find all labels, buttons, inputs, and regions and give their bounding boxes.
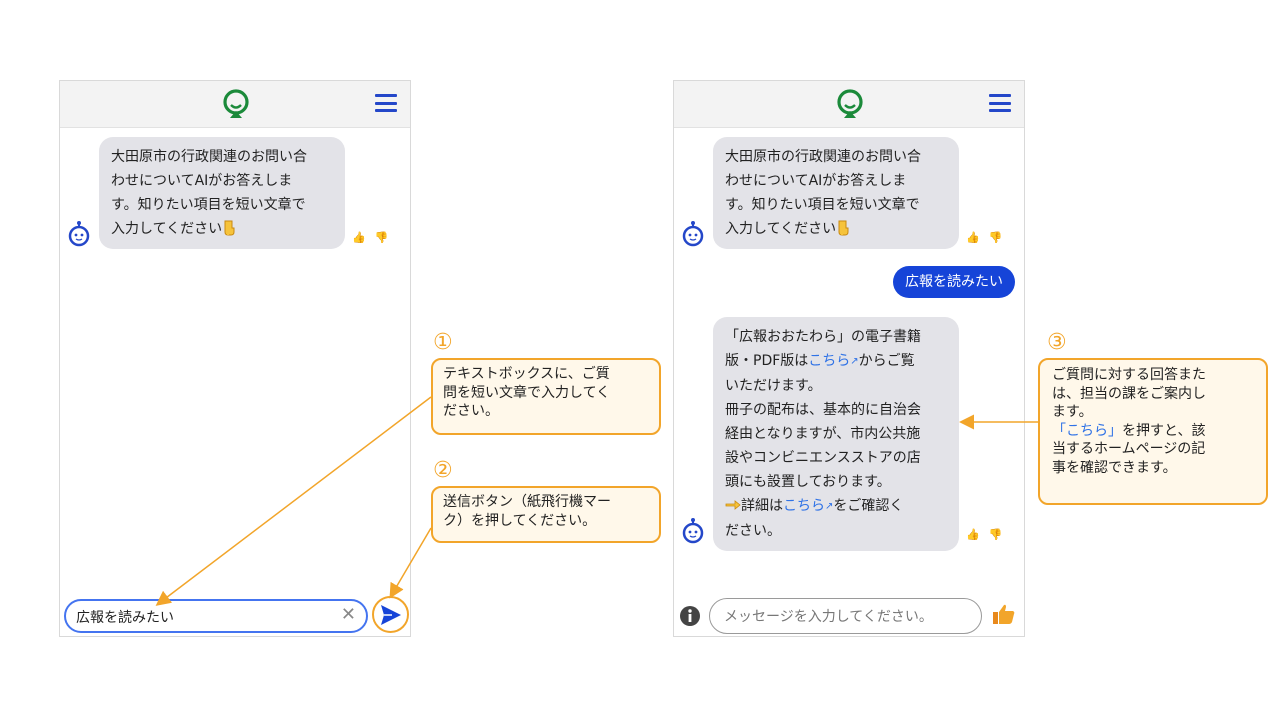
pointing-down-icon: [838, 220, 849, 236]
step-number-3: ③: [1047, 330, 1067, 355]
callout-step-2: 送信ボタン（紙飛行機マー ク）を押してください。: [431, 486, 661, 543]
message-line: わせについてAIがお答えしま: [111, 173, 293, 189]
logo-icon: [223, 89, 249, 118]
callout-line: ます。: [1052, 404, 1093, 420]
thumb-down-icon[interactable]: 👎: [374, 231, 389, 244]
answer-line: 頭にも設置しております。: [725, 474, 891, 490]
message-input[interactable]: [722, 606, 976, 628]
callout-highlight: 「こちら」: [1052, 422, 1122, 439]
message-line: わせについてAIがお答えしま: [725, 173, 907, 189]
message-input-box: ✕: [64, 599, 368, 633]
callout-line: 問を短い文章で入力してく: [443, 384, 611, 401]
paper-plane-icon: [381, 605, 401, 625]
callout-line: ださい。: [443, 403, 499, 419]
pointing-right-icon: [725, 500, 741, 510]
step-number-1: ①: [433, 330, 453, 355]
callout-line: 当するホームページの記: [1052, 441, 1206, 457]
thumb-down-icon[interactable]: 👎: [988, 231, 1003, 244]
answer-line: いただけます。: [725, 378, 822, 394]
chat-header: [674, 81, 1024, 128]
message-line: 入力してください: [111, 221, 223, 237]
external-link-icon: ↗: [825, 501, 834, 512]
chat-window-before: 大田原市の行政関連のお問い合 わせについてAIがお答えしま す。知りたい項目を短…: [59, 80, 411, 637]
answer-line: 経由となりますが、市内公共施: [725, 426, 921, 442]
bot-welcome-message: 大田原市の行政関連のお問い合 わせについてAIがお答えしま す。知りたい項目を短…: [99, 137, 345, 249]
message-line: す。知りたい項目を短い文章で: [111, 197, 306, 213]
answer-line: からご覧: [858, 353, 915, 369]
answer-line: をご確認く: [833, 498, 904, 514]
bot-welcome-message: 大田原市の行政関連のお問い合 わせについてAIがお答えしま す。知りたい項目を短…: [713, 137, 959, 249]
callout-line: テキストボックスに、ご質: [443, 366, 610, 382]
pointing-down-icon: [224, 220, 235, 236]
thumb-up-icon[interactable]: 👍: [966, 231, 980, 244]
robot-avatar-icon: [682, 518, 704, 544]
message-input[interactable]: [74, 606, 336, 628]
send-button[interactable]: [372, 596, 409, 633]
callout-line: は、担当の課をご案内し: [1052, 385, 1206, 402]
answer-line: 「広報おおたわら」の電子書籍: [725, 329, 921, 345]
callout-line: 送信ボタン（紙飛行機マー: [443, 494, 611, 510]
robot-avatar-icon: [682, 221, 704, 247]
detail-link[interactable]: こちら: [783, 498, 825, 514]
callout-line: ご質問に対する回答また: [1052, 367, 1206, 383]
feedback-buttons: 👍 👎: [966, 528, 1002, 541]
external-link-icon: ↗: [850, 356, 859, 367]
message-line: 大田原市の行政関連のお問い合: [111, 149, 307, 165]
callout-line: 事を確認できます。: [1052, 459, 1177, 476]
chat-header: [60, 81, 410, 128]
logo-icon: [837, 89, 863, 118]
user-message: 広報を読みたい: [893, 266, 1015, 298]
clear-icon[interactable]: ✕: [340, 604, 356, 625]
thumb-up-icon[interactable]: 👍: [352, 231, 366, 244]
answer-line: 冊子の配布は、基本的に自治会: [725, 402, 921, 418]
thumb-up-icon[interactable]: [992, 603, 1016, 625]
message-line: 入力してください: [725, 221, 837, 237]
answer-line: ださい。: [725, 523, 781, 539]
step-number-2: ②: [433, 458, 453, 483]
feedback-buttons: 👍 👎: [352, 231, 388, 244]
callout-line: を押すと、該: [1122, 422, 1206, 439]
callout-step-3: ご質問に対する回答また は、担当の課をご案内し ます。 「こちら」を押すと、該 …: [1038, 358, 1268, 505]
pdf-link[interactable]: こちら: [808, 353, 851, 369]
robot-avatar-icon: [68, 221, 90, 247]
answer-line: 詳細は: [741, 498, 783, 514]
thumb-up-icon[interactable]: 👍: [966, 528, 980, 541]
message-line: 大田原市の行政関連のお問い合: [725, 149, 921, 165]
hamburger-menu-icon[interactable]: [375, 94, 397, 112]
bot-answer-message: 「広報おおたわら」の電子書籍 版・PDF版はこちら↗からご覧 いただけます。 冊…: [713, 317, 959, 551]
thumb-down-icon[interactable]: 👎: [988, 528, 1003, 541]
callout-step-1: テキストボックスに、ご質 問を短い文章で入力してく ださい。: [431, 358, 661, 435]
answer-line: 版・PDF版は: [725, 353, 809, 369]
feedback-buttons: 👍 👎: [966, 231, 1002, 244]
answer-line: 設やコンビニエンスストアの店: [725, 450, 921, 466]
message-line: す。知りたい項目を短い文章で: [725, 197, 920, 213]
chat-window-after: 大田原市の行政関連のお問い合 わせについてAIがお答えしま す。知りたい項目を短…: [673, 80, 1025, 637]
callout-line: ク）を押してください。: [443, 512, 597, 529]
message-input-box: [709, 598, 982, 634]
info-icon[interactable]: [679, 605, 701, 627]
hamburger-menu-icon[interactable]: [989, 94, 1011, 112]
